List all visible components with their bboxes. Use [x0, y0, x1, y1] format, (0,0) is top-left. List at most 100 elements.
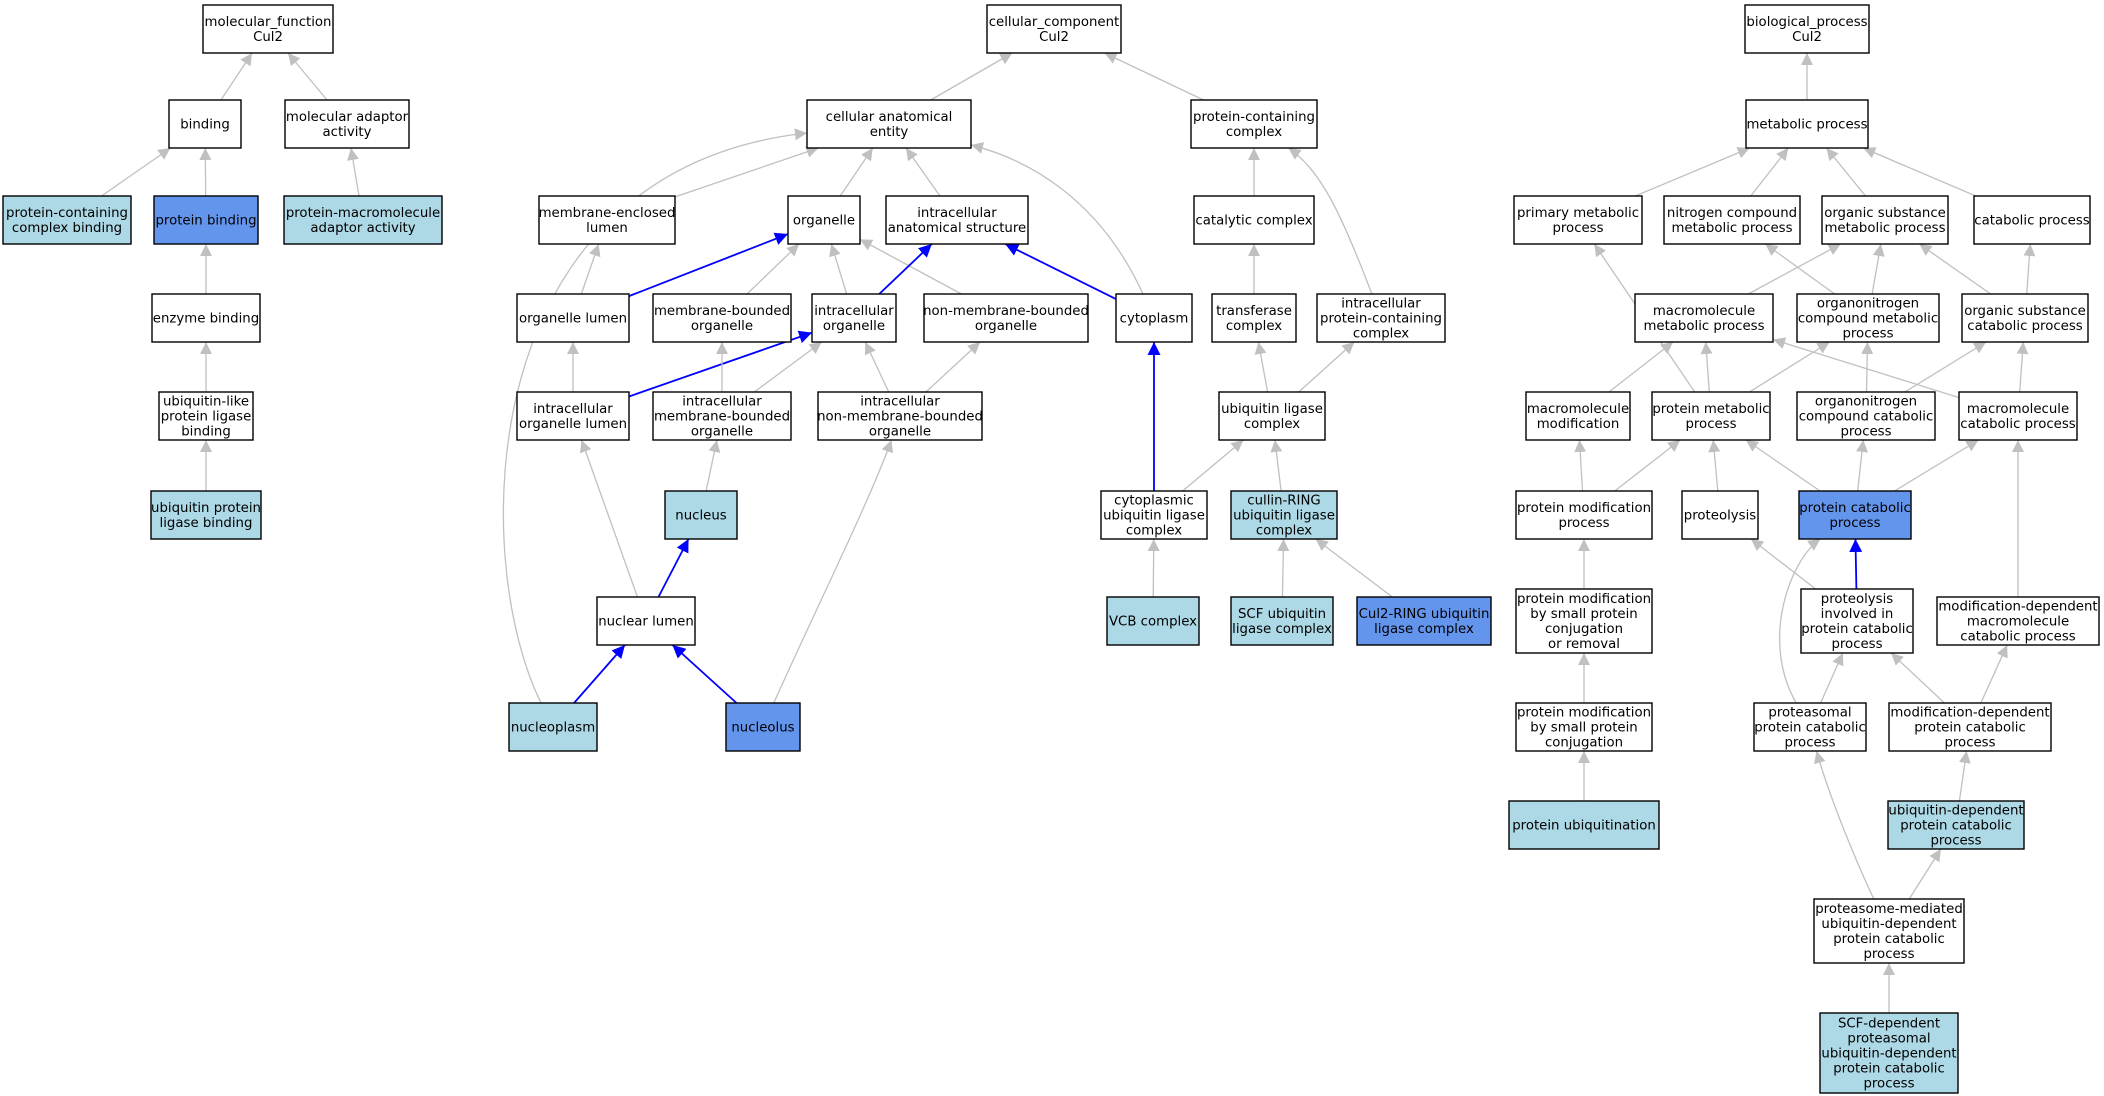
- node-label: ubiquitin-dependent: [1821, 1047, 1956, 1062]
- node-protein-ubiquitination[interactable]: protein ubiquitination: [1508, 800, 1660, 850]
- node-box: [1515, 702, 1653, 752]
- node-label: binding: [181, 425, 231, 440]
- node-nuclear-lumen[interactable]: nuclear lumen: [596, 596, 696, 646]
- node-vcb-complex[interactable]: VCB complex: [1106, 596, 1200, 646]
- node-protein-binding[interactable]: protein binding: [153, 195, 259, 245]
- node-proteasome-mediated-ubiquitin-dependent-protein-catabolic-process[interactable]: proteasome-mediatedubiquitin-dependentpr…: [1813, 898, 1965, 964]
- node-label: protein-containing: [1320, 312, 1442, 327]
- node-label: process: [1784, 736, 1835, 751]
- node-box: [1100, 490, 1208, 540]
- node-label: proteolysis: [1821, 592, 1893, 607]
- node-catabolic-process[interactable]: catabolic process: [1973, 195, 2091, 245]
- node-label: conjugation: [1545, 622, 1623, 637]
- node-label: Cul2-RING ubiquitin: [1359, 607, 1490, 622]
- node-cytoplasm[interactable]: cytoplasm: [1115, 293, 1193, 343]
- node-label: ligase complex: [1374, 622, 1474, 637]
- node-proteolysis[interactable]: proteolysis: [1681, 490, 1759, 540]
- node-box: [1663, 195, 1801, 245]
- node-organelle[interactable]: organelle: [787, 195, 861, 245]
- node-box: [1193, 195, 1315, 245]
- node-label: metabolic process: [1824, 221, 1945, 236]
- node-nucleus[interactable]: nucleus: [664, 490, 738, 540]
- edge-protein_modification_process-to-macromolecule_modification: [1574, 439, 1587, 492]
- node-label: catabolic process: [1960, 417, 2075, 432]
- node-box: [516, 293, 630, 343]
- node-label: protein-containing: [6, 206, 128, 221]
- node-label: membrane-bounded: [654, 304, 790, 319]
- node-box: [168, 99, 242, 149]
- node-label: organelle: [975, 319, 1037, 334]
- node-nucleoplasm[interactable]: nucleoplasm: [508, 702, 598, 752]
- node-box: [516, 391, 630, 441]
- edge-layer: [101, 52, 2036, 1013]
- node-label: protein metabolic: [1652, 402, 1769, 417]
- node-label: primary metabolic: [1517, 206, 1639, 221]
- node-nucleolus[interactable]: nucleolus: [725, 702, 801, 752]
- node-metabolic-process[interactable]: metabolic process: [1745, 99, 1869, 149]
- node-label: complex binding: [12, 221, 122, 236]
- node-modification-dependent-macromolecule-catabolic-process[interactable]: modification-dependentmacromoleculecatab…: [1936, 596, 2100, 646]
- node-enzyme-binding[interactable]: enzyme binding: [151, 293, 261, 343]
- node-label: anatomical structure: [888, 221, 1026, 236]
- edge-proteolysis_involved_in_protein_catabolic_process-to-proteolysis: [1750, 538, 1817, 590]
- node-organelle-lumen[interactable]: organelle lumen: [516, 293, 630, 343]
- edge-nucleolus-to-intracellular_non_membrane_bounded_organelle: [773, 439, 894, 704]
- node-label: modification-dependent: [1890, 706, 2049, 721]
- node-binding[interactable]: binding: [168, 99, 242, 149]
- node-scf-dependent-proteasomal-ubiquitin-dependent-protein-catabolic-process[interactable]: SCF-dependentproteasomalubiquitin-depend…: [1819, 1012, 1959, 1094]
- node-box: [538, 195, 676, 245]
- node-box: [1515, 490, 1653, 540]
- node-box: [1651, 391, 1771, 441]
- node-box: [508, 702, 598, 752]
- node-label: enzyme binding: [153, 312, 259, 327]
- node-catalytic-complex[interactable]: catalytic complex: [1193, 195, 1315, 245]
- node-intracellular-non-membrane-bounded-organelle[interactable]: intracellularnon-membrane-boundedorganel…: [817, 391, 983, 441]
- edge-catabolic_process-to-metabolic_process: [1862, 147, 1977, 197]
- edge-nucleoplasm-to-nuclear_lumen: [573, 644, 626, 704]
- node-label: ubiquitin protein: [151, 501, 261, 516]
